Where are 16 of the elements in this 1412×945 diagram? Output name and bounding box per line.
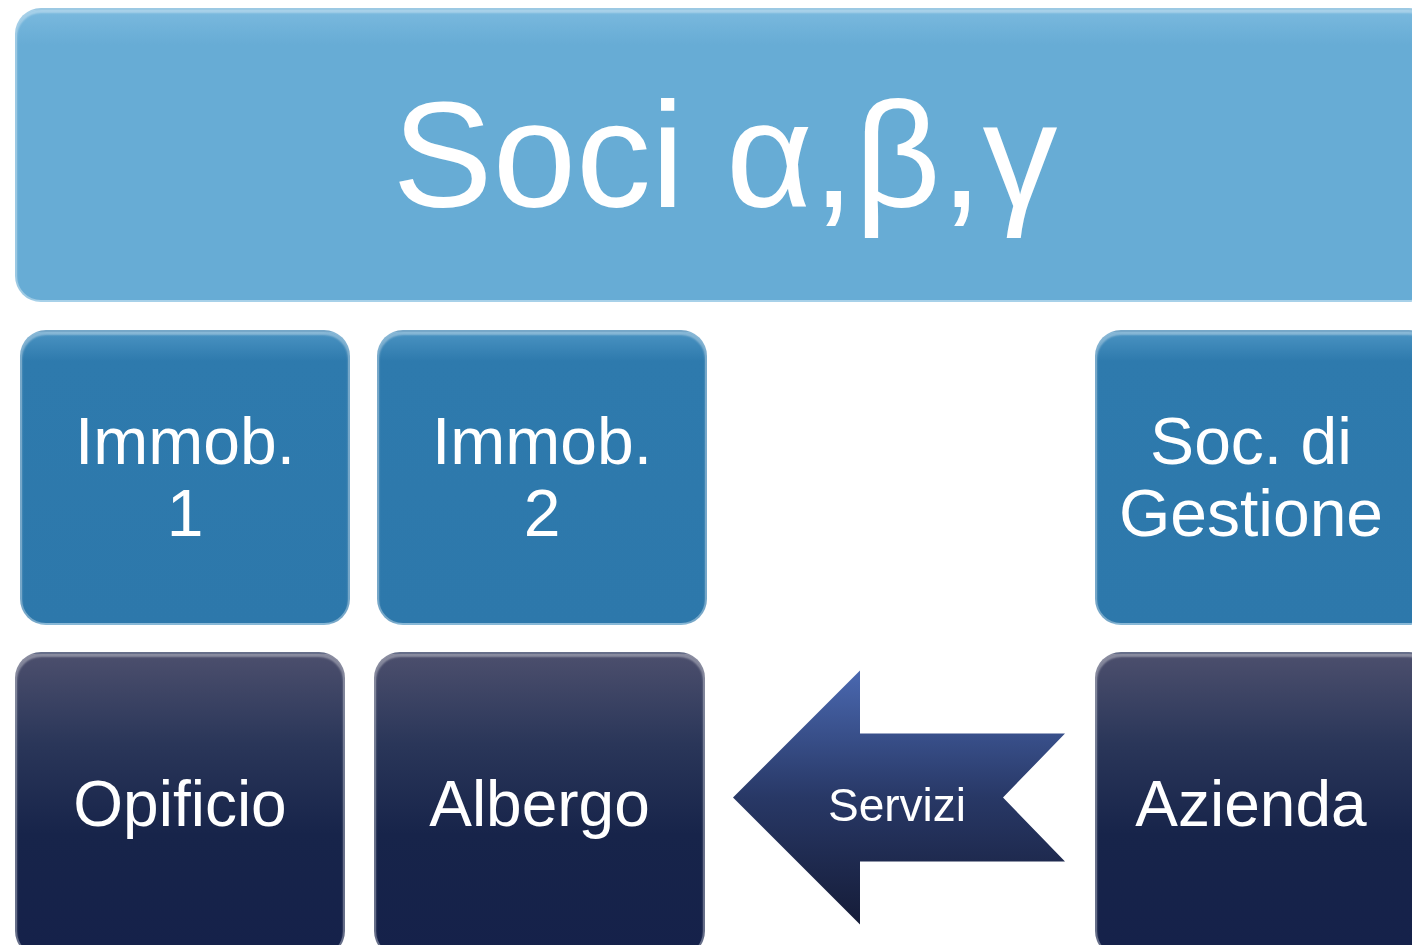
box-label: Opificio — [73, 769, 287, 840]
box-label: Soci α,β,γ — [392, 74, 1058, 236]
box-label: Albergo — [429, 769, 650, 840]
business-box — [15, 652, 345, 945]
box-label: Immob. 2 — [430, 406, 653, 549]
entity-box — [1095, 330, 1412, 625]
entity-box — [377, 330, 707, 625]
edge-label: Servizi — [828, 777, 966, 832]
box-label: Azienda — [1135, 769, 1367, 840]
box-label: Soc. di Gestione — [1117, 406, 1385, 549]
business-box — [374, 652, 705, 945]
entity-box — [20, 330, 350, 625]
business-box — [1095, 652, 1412, 945]
header-band — [15, 8, 1412, 302]
block-arrow — [733, 670, 1065, 925]
box-label: Immob. 1 — [73, 406, 296, 549]
